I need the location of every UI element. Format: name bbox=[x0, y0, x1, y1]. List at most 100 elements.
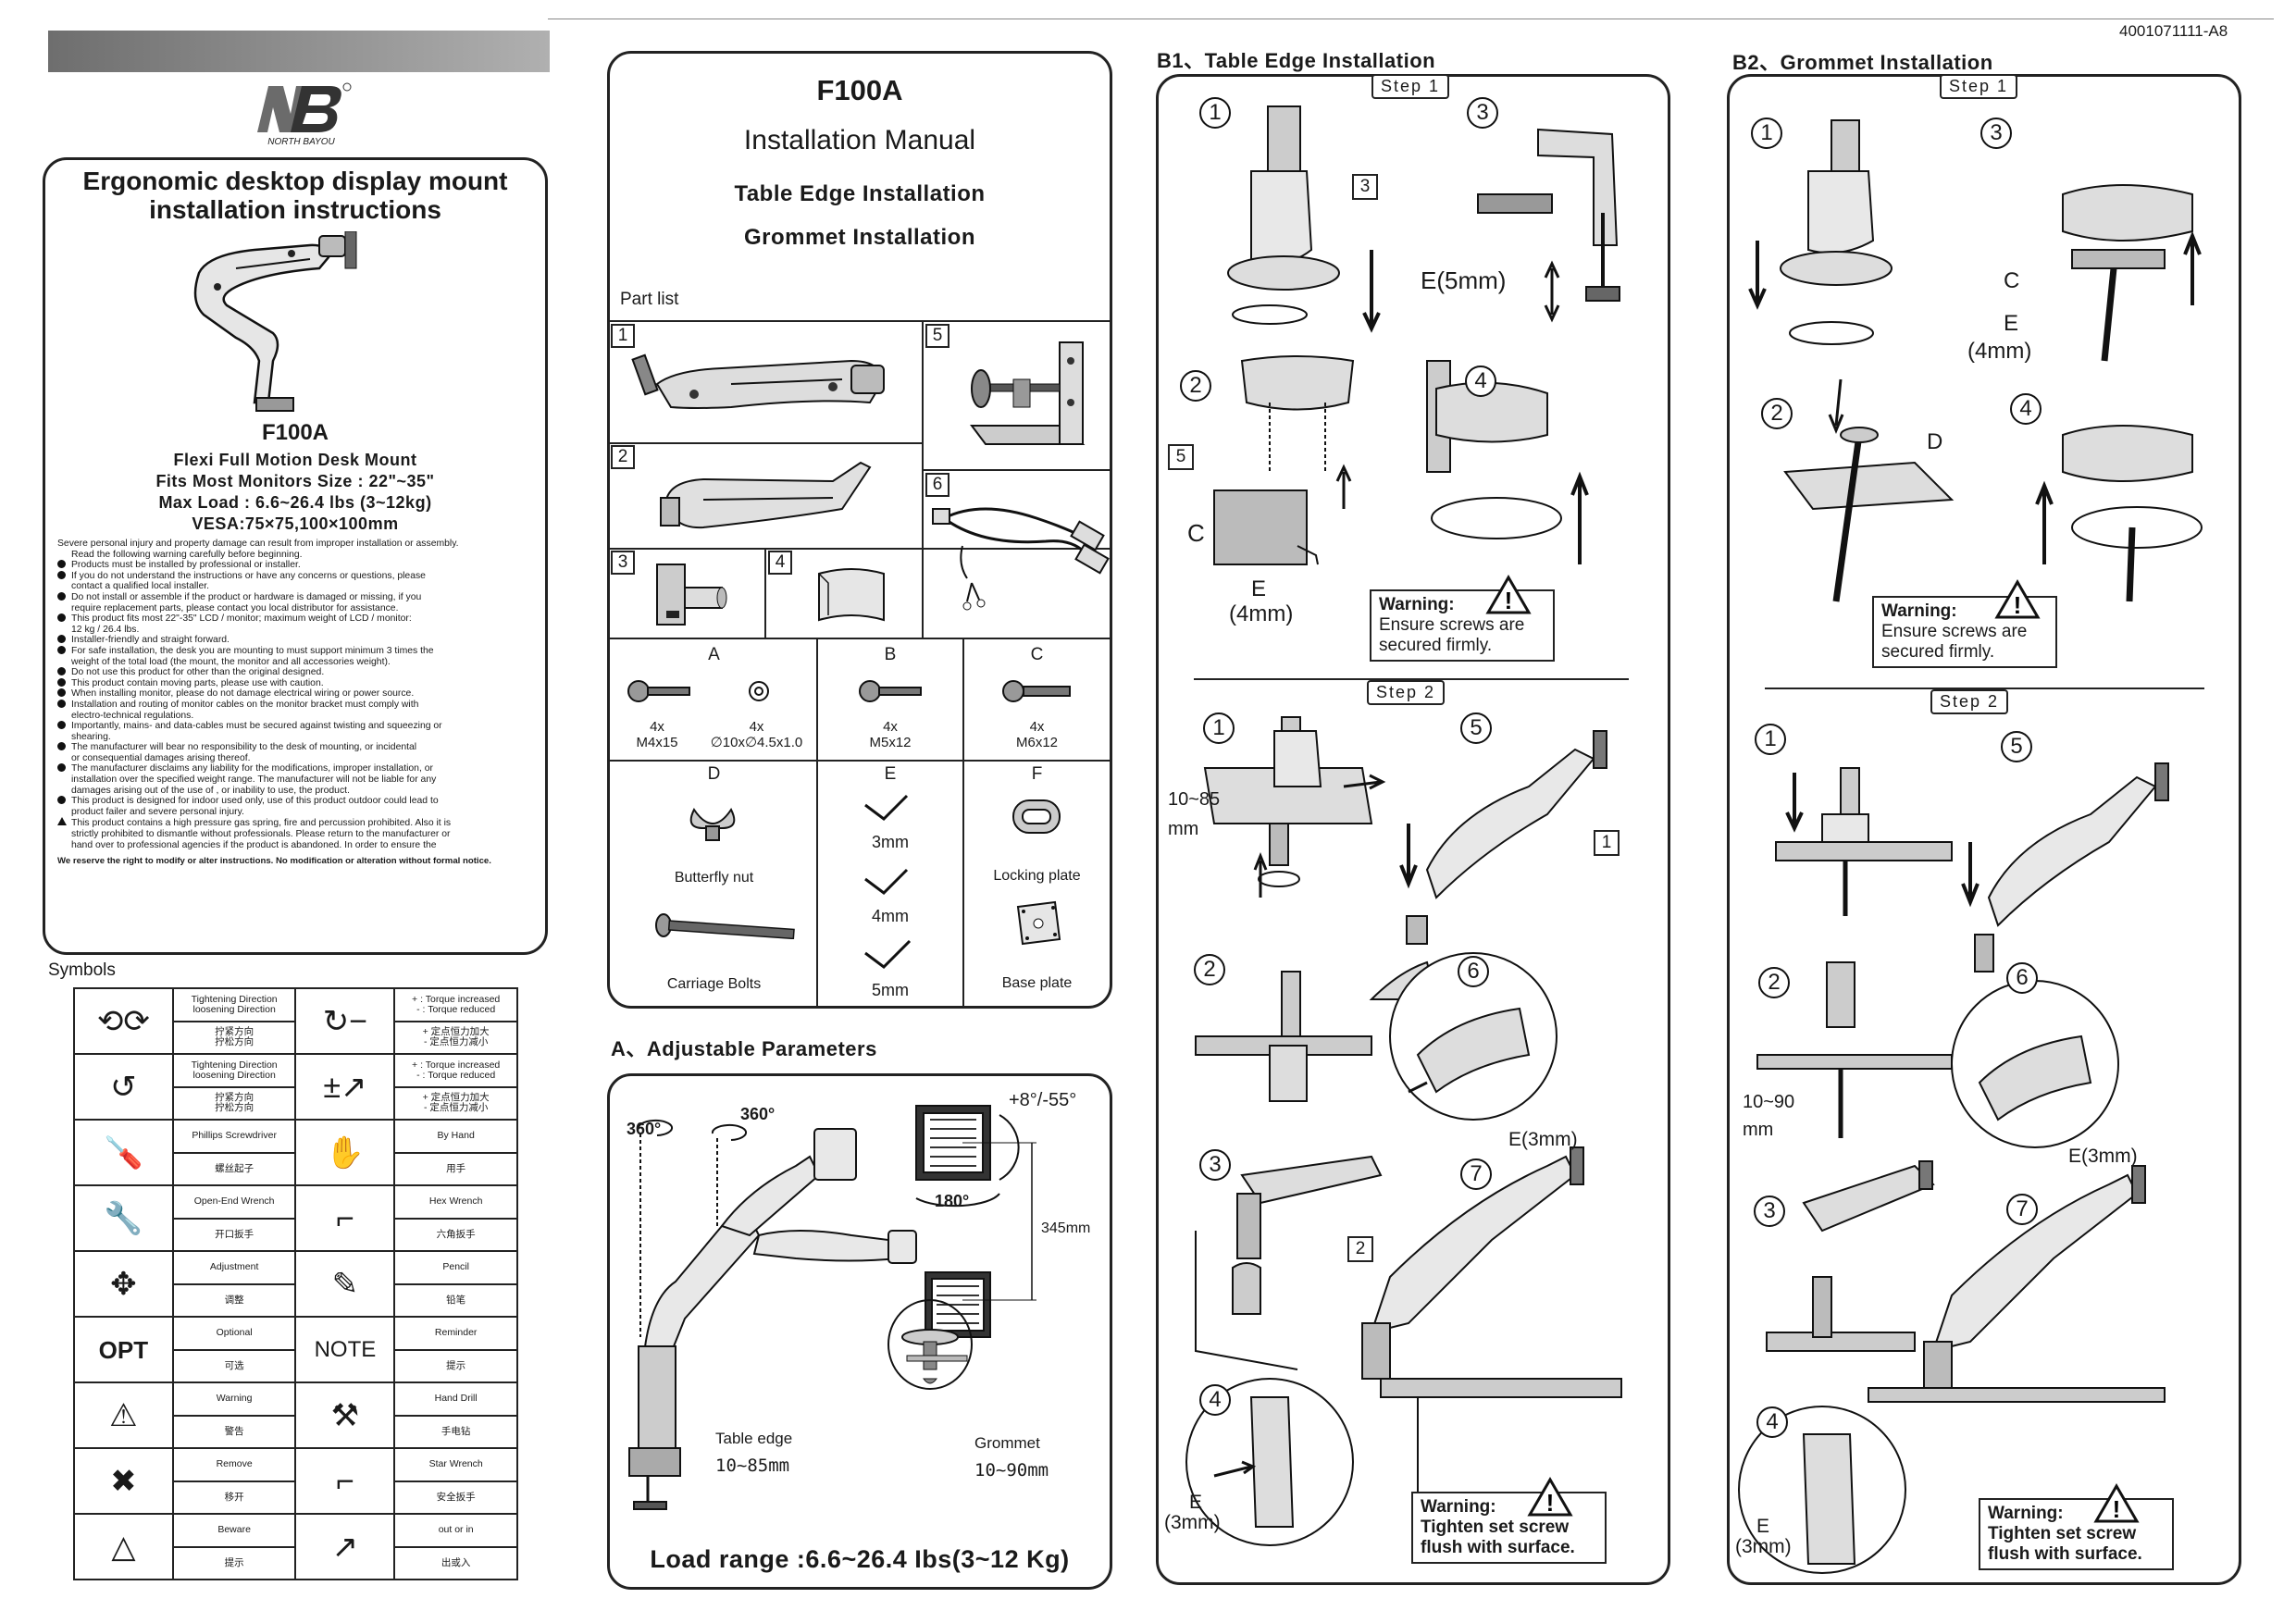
cover-vesa: VESA:75×75,100×100mm bbox=[192, 514, 399, 533]
b1-step1-badge: Step 1 bbox=[1371, 74, 1450, 99]
hw-a2-size: ∅10x∅4.5x1.0 bbox=[710, 735, 803, 750]
b2-s1-num-3: 3 bbox=[1980, 118, 2012, 149]
symbol-label: Phillips Screwdriver bbox=[192, 1130, 277, 1142]
hw-a1: 4x M4x15 bbox=[615, 719, 699, 750]
symbol-en-label: Remove bbox=[171, 1447, 297, 1482]
symbol-cn-label: 提示 bbox=[171, 1545, 297, 1580]
symbol-label: Hand Drill bbox=[434, 1393, 478, 1405]
part-label-5: 5 bbox=[925, 324, 949, 348]
part-label-6: 6 bbox=[925, 473, 949, 497]
b2-s2-num-1: 1 bbox=[1755, 724, 1786, 755]
b1-panel bbox=[1156, 74, 1670, 1585]
part-label-1: 1 bbox=[611, 324, 635, 348]
symbol-label: out or in bbox=[438, 1524, 474, 1536]
svg-text:!: ! bbox=[1505, 587, 1513, 614]
symbol-cn-label: 安全扳手 bbox=[393, 1480, 518, 1515]
b1-part-1-label: 1 bbox=[1594, 830, 1620, 856]
hex-wrench-icon: ⌐ bbox=[294, 1184, 396, 1252]
b2-e3-label: E bbox=[1756, 1516, 1770, 1537]
b1-range: 10~85 bbox=[1168, 789, 1221, 810]
part-grid bbox=[609, 320, 1111, 1006]
b1-warning2-line2: flush with surface. bbox=[1421, 1538, 1575, 1557]
warning-icon: ! bbox=[2093, 1483, 2140, 1523]
symbol-label: + : Torque increased bbox=[412, 1059, 501, 1071]
screwdriver-icon: 🪛 bbox=[73, 1119, 174, 1186]
b2-e3-size: (3mm) bbox=[1735, 1536, 1792, 1557]
symbol-label: loosening Direction bbox=[192, 1069, 276, 1081]
base-plate-label: Base plate bbox=[1001, 975, 1073, 991]
b1-warning-title: Warning: bbox=[1379, 595, 1455, 614]
part-1-arm-image bbox=[631, 353, 886, 409]
rotate-direction-icon: ↺ bbox=[73, 1053, 174, 1121]
hw-c1: 4x M6x12 bbox=[963, 719, 1111, 750]
param-rot1: 360° bbox=[627, 1120, 662, 1138]
b2-warning-box-2: Warning: Tighten set screw flush with su… bbox=[1979, 1498, 2174, 1570]
header-band bbox=[48, 31, 550, 72]
hw-a1-qty: 4x bbox=[650, 719, 664, 735]
warning-text: Severe personal injury and property dama… bbox=[57, 539, 459, 549]
symbol-label: Adjustment bbox=[209, 1261, 259, 1273]
b2-s2-num-3: 3 bbox=[1754, 1196, 1785, 1227]
warning-text: weight of the total load (the mount, the… bbox=[71, 656, 391, 667]
symbol-cn-label: 移开 bbox=[171, 1480, 297, 1515]
warning-text: The manufacturer will bear no responsibi… bbox=[71, 742, 417, 753]
b1-s2-num-3: 3 bbox=[1199, 1149, 1231, 1181]
carriage-bolts-label: Carriage Bolts bbox=[666, 976, 762, 992]
part-label-4: 4 bbox=[768, 551, 792, 575]
b1-e3mm: E(3mm) bbox=[1508, 1129, 1578, 1150]
symbol-label: - : Torque reduced bbox=[416, 1003, 496, 1015]
cover-title-line2: installation instructions bbox=[149, 195, 441, 224]
symbol-label: + 定点恒力加大 bbox=[422, 1026, 490, 1038]
symbol-label: 拧紧方向 bbox=[215, 1092, 254, 1104]
warning-text: When installing monitor, please do not d… bbox=[71, 688, 415, 700]
b1-warning2-line1: Tighten set screw bbox=[1421, 1518, 1570, 1537]
symbol-label: 移开 bbox=[224, 1491, 244, 1503]
symbol-cn-label: 拧紧方向拧松方向 bbox=[171, 1085, 297, 1121]
symbol-en-label: Phillips Screwdriver bbox=[171, 1119, 297, 1154]
cover-fits: Fits Most Monitors Size : 22"~35" bbox=[155, 472, 435, 490]
symbol-label: + : Torque increased bbox=[412, 993, 501, 1005]
symbol-en-label: Beware bbox=[171, 1513, 297, 1548]
symbol-label: Open-End Wrench bbox=[193, 1196, 275, 1208]
warning-text: Do not install or assemble if the produc… bbox=[71, 591, 422, 602]
part-label-3: 3 bbox=[611, 551, 635, 575]
cover-model: F100A bbox=[261, 420, 329, 445]
butterfly-nut-icon bbox=[689, 808, 736, 841]
param-tilt: +8°/-55° bbox=[1009, 1090, 1077, 1110]
b2-s2-num-5: 5 bbox=[2001, 731, 2032, 762]
b2-e4-label: E bbox=[2004, 311, 2019, 336]
symbol-cn-label: 提示 bbox=[393, 1348, 518, 1383]
hw-b1-qty: 4x bbox=[883, 719, 898, 735]
remove-x-icon: ✖ bbox=[73, 1447, 174, 1515]
warning-text: electro-technical regulations. bbox=[71, 710, 194, 721]
b2-s2-num-6: 6 bbox=[2006, 962, 2038, 994]
b1-warning-line2: secured firmly. bbox=[1379, 636, 1493, 655]
b2-s2-num-7: 7 bbox=[2006, 1194, 2038, 1225]
symbol-cn-label: 开口扳手 bbox=[171, 1217, 297, 1252]
b2-range: 10~90 bbox=[1743, 1092, 1795, 1112]
b1-s2-num-7: 7 bbox=[1460, 1158, 1492, 1190]
symbol-cn-label: 调整 bbox=[171, 1282, 297, 1318]
warning-text: Do not use this product for other than t… bbox=[71, 667, 325, 678]
reserve-note: We reserve the right to modify or alter … bbox=[57, 856, 491, 867]
warning-text: Installation and routing of monitor cabl… bbox=[71, 699, 419, 710]
hw-b1: 4x M5x12 bbox=[817, 719, 963, 750]
hw-a1-size: M4x15 bbox=[636, 735, 678, 750]
hw-key-d: D bbox=[707, 764, 721, 784]
symbol-cn-label: 可选 bbox=[171, 1348, 297, 1383]
svg-text:!: ! bbox=[1546, 1489, 1555, 1517]
warning-text: This product contain moving parts, pleas… bbox=[71, 677, 324, 688]
params-diagram bbox=[628, 1105, 1036, 1510]
symbol-label: 拧松方向 bbox=[215, 1036, 254, 1048]
butterfly-nut-label: Butterfly nut bbox=[674, 870, 754, 886]
symbols-title: Symbols bbox=[48, 960, 116, 980]
symbol-label: 用手 bbox=[446, 1162, 466, 1174]
warning-text: Products must be installed by profession… bbox=[71, 560, 301, 571]
hex-size-5mm: 5mm bbox=[872, 981, 909, 999]
manual-model: F100A bbox=[816, 74, 903, 106]
b2-title: B2、Grommet Installation bbox=[1732, 51, 1993, 74]
b1-s2-num-6: 6 bbox=[1458, 956, 1489, 987]
warning-text: Read the following warning carefully bef… bbox=[71, 549, 303, 560]
warning-text: Installer-friendly and straight forward. bbox=[71, 635, 230, 646]
